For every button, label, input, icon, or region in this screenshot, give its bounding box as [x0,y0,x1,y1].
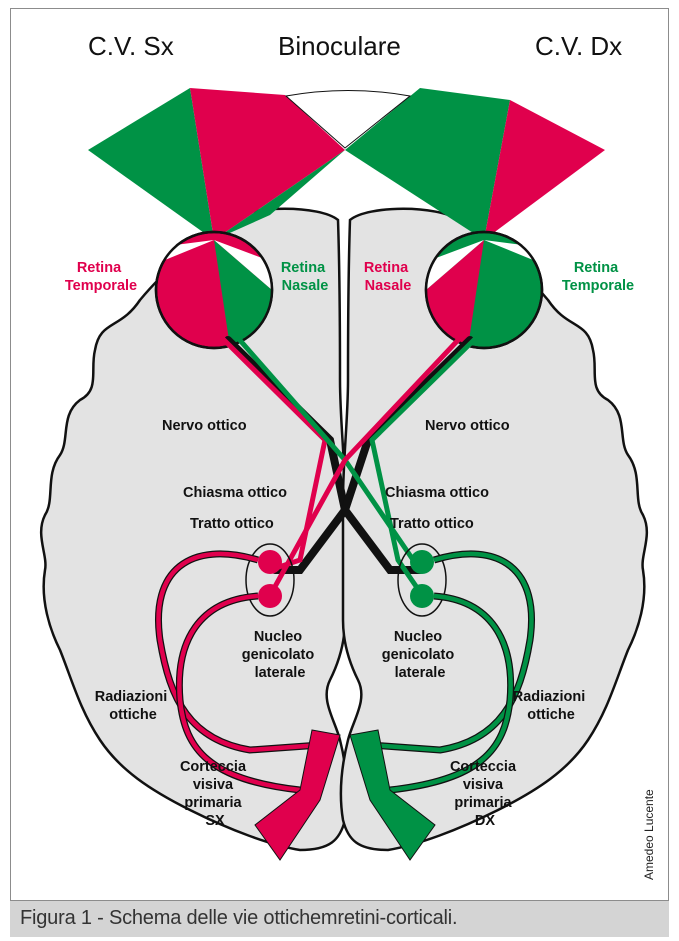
binocular-field [284,90,412,149]
right-lgn-dot-2 [410,584,434,608]
cortex-dx [349,729,436,861]
left-eye [154,230,274,350]
label-radiazioni-right: Radiazioni ottiche [513,689,590,723]
right-hemisphere [339,207,649,852]
credit-text: Amedeo Lucente [642,789,656,880]
header-right: C.V. Dx [535,31,622,61]
label-nucleo-left: Nucleo genicolato laterale [242,629,319,681]
left-lgn-dot-1 [258,550,282,574]
left-visual-field [88,88,345,240]
label-nervo-ottico-right: Nervo ottico [425,418,510,434]
header-left: C.V. Sx [88,31,174,61]
label-radiazioni-left: Radiazioni ottiche [95,689,172,723]
right-lgn-dot-1 [410,550,434,574]
label-nervo-ottico-left: Nervo ottico [162,418,247,434]
cortex-sx [254,729,341,861]
left-lgn-outline [245,543,295,617]
label-tratto-right: Tratto ottico [390,516,474,532]
right-visual-field [345,88,605,240]
label-retina-temporale-left: Retina Temporale [65,260,137,294]
label-retina-nasale-left: Retina Nasale [281,260,329,294]
label-retina-nasale-right: Retina Nasale [364,260,412,294]
caption-bar: Figura 1 - Schema delle vie ottichemreti… [10,901,669,937]
label-chiasma-left: Chiasma ottico [183,485,287,501]
label-retina-temporale-right: Retina Temporale [562,260,634,294]
figure-caption: Figura 1 - Schema delle vie ottichemreti… [20,907,458,929]
left-lgn-dot-2 [258,584,282,608]
right-eye [424,230,544,350]
label-corteccia-dx: Corteccia visiva primaria DX [450,759,520,829]
right-lgn-outline [397,543,447,617]
optic-pathways [219,335,479,595]
label-chiasma-right: Chiasma ottico [385,485,489,501]
label-nucleo-right: Nucleo genicolato laterale [382,629,459,681]
header-center: Binoculare [278,31,401,61]
optic-radiations [155,550,535,794]
label-corteccia-sx: Corteccia visiva primaria SX [180,759,250,829]
label-tratto-left: Tratto ottico [190,516,274,532]
